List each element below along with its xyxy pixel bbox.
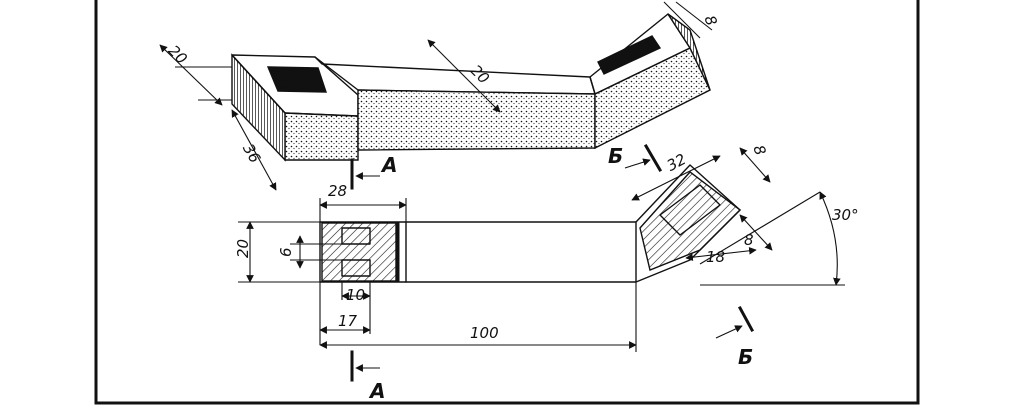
- iso-left-block-front: [284, 112, 359, 161]
- iso-beam-top: [314, 56, 596, 95]
- section-mark-b-bottom: Б: [738, 345, 753, 369]
- front-dim-inner-w: 10: [346, 286, 365, 304]
- isometric-view: 20 20 36 8: [159, 1, 721, 191]
- section-dim-side: 8: [744, 231, 754, 249]
- front-view: 28 20 6 10 17 100 32 8 8 18: [234, 143, 859, 352]
- section-mark-a-bottom: A: [368, 379, 385, 403]
- front-dim-slot-h: 6: [277, 247, 295, 257]
- iso-dim-left-width: 20: [165, 42, 191, 68]
- section-dim-base: 18: [706, 248, 725, 266]
- iso-right-slot: [597, 35, 662, 75]
- section-dim-angle: 30°: [832, 206, 859, 224]
- section-a-hatch: [321, 222, 397, 282]
- iso-dim-slot: 8: [700, 13, 720, 28]
- iso-dim-mid-width: 20: [467, 61, 493, 87]
- iso-beam-front: [357, 89, 596, 151]
- section-mark-a-top: A: [380, 153, 397, 177]
- front-dim-height: 20: [234, 239, 252, 258]
- section-dim-top: 8: [749, 143, 769, 158]
- frame-border: [94, 0, 920, 405]
- section-dim-len: 32: [664, 150, 689, 175]
- iso-right-block-end: [667, 13, 711, 91]
- front-dim-top-len: 28: [328, 182, 347, 200]
- iso-left-slot: [266, 66, 327, 93]
- front-dim-offset: 17: [338, 312, 358, 330]
- section-marks: A A Б Б: [350, 143, 755, 403]
- front-dim-total-len: 100: [470, 324, 499, 342]
- section-mark-b-top: Б: [608, 144, 623, 168]
